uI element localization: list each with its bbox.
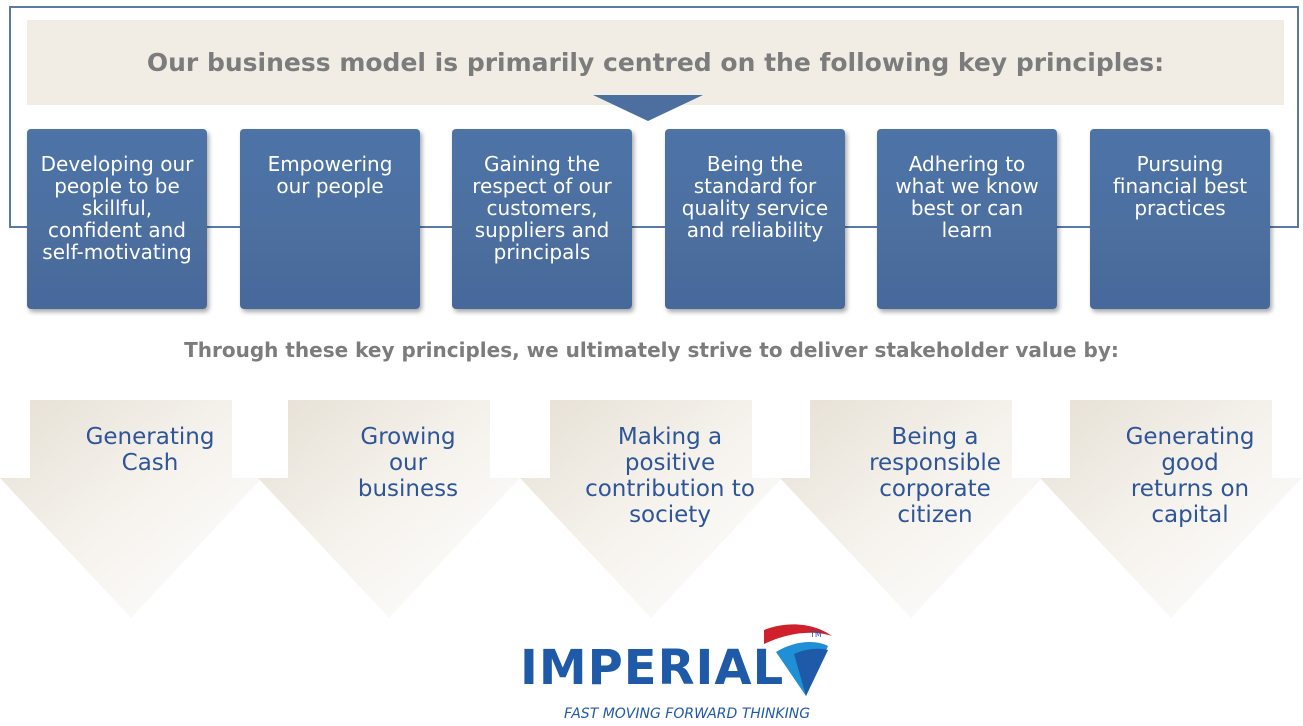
principle-label: Adhering to what we know best or can lea… (895, 152, 1039, 242)
principle-label: Empowering our people (267, 152, 393, 198)
logo-wordmark: IMPERIAL (520, 640, 785, 696)
principle-label: Pursuing financial best practices (1112, 152, 1248, 220)
header-title: Our business model is primarily centred … (146, 48, 1165, 77)
down-arrow-shape-icon (0, 400, 262, 618)
principle-box-financial: Pursuing financial best practices (1090, 129, 1270, 309)
down-arrow-shape-icon (258, 400, 520, 618)
logo-tagline: FAST MOVING FORWARD THINKING (564, 706, 811, 722)
value-subheading: Through these key principles, we ultimat… (184, 338, 1119, 362)
outcome-label: Growing our business (357, 424, 459, 502)
outcome-arrow-society: Making a positive contribution to societ… (520, 400, 782, 618)
principles-frame (9, 6, 1299, 228)
outcome-label: Generating Cash (85, 424, 215, 476)
principle-box-adhering: Adhering to what we know best or can lea… (877, 129, 1057, 309)
principle-box-empowering: Empowering our people (240, 129, 420, 309)
principle-box-people-development: Developing our people to be skillful, co… (27, 129, 207, 309)
principle-label: Developing our people to be skillful, co… (40, 152, 194, 264)
outcome-arrow-citizen: Being a responsible corporate citizen (780, 400, 1042, 618)
principles-header: Our business model is primarily centred … (27, 20, 1284, 105)
principle-label: Being the standard for quality service a… (681, 152, 829, 242)
outcome-label: Generating good returns on capital (1125, 424, 1255, 528)
logo-trademark: TM (810, 630, 822, 639)
down-arrow-shape-icon (520, 400, 782, 618)
down-arrow-icon (593, 95, 703, 121)
outcome-label: Being a responsible corporate citizen (869, 424, 1001, 528)
outcome-arrow-cash: Generating Cash (0, 400, 262, 618)
principle-box-standard: Being the standard for quality service a… (665, 129, 845, 309)
principle-box-respect: Gaining the respect of our customers, su… (452, 129, 632, 309)
outcome-arrow-growing: Growing our business (258, 400, 520, 618)
sail-swoosh-icon (764, 624, 832, 696)
principle-label: Gaining the respect of our customers, su… (472, 152, 612, 264)
down-arrow-shape-icon (1040, 400, 1302, 618)
imperial-logo: IMPERIAL TM FAST MOVING FORWARD THINKING (520, 618, 840, 726)
down-arrow-shape-icon (780, 400, 1042, 618)
outcome-label: Making a positive contribution to societ… (585, 424, 755, 528)
outcome-arrow-returns: Generating good returns on capital (1040, 400, 1302, 618)
